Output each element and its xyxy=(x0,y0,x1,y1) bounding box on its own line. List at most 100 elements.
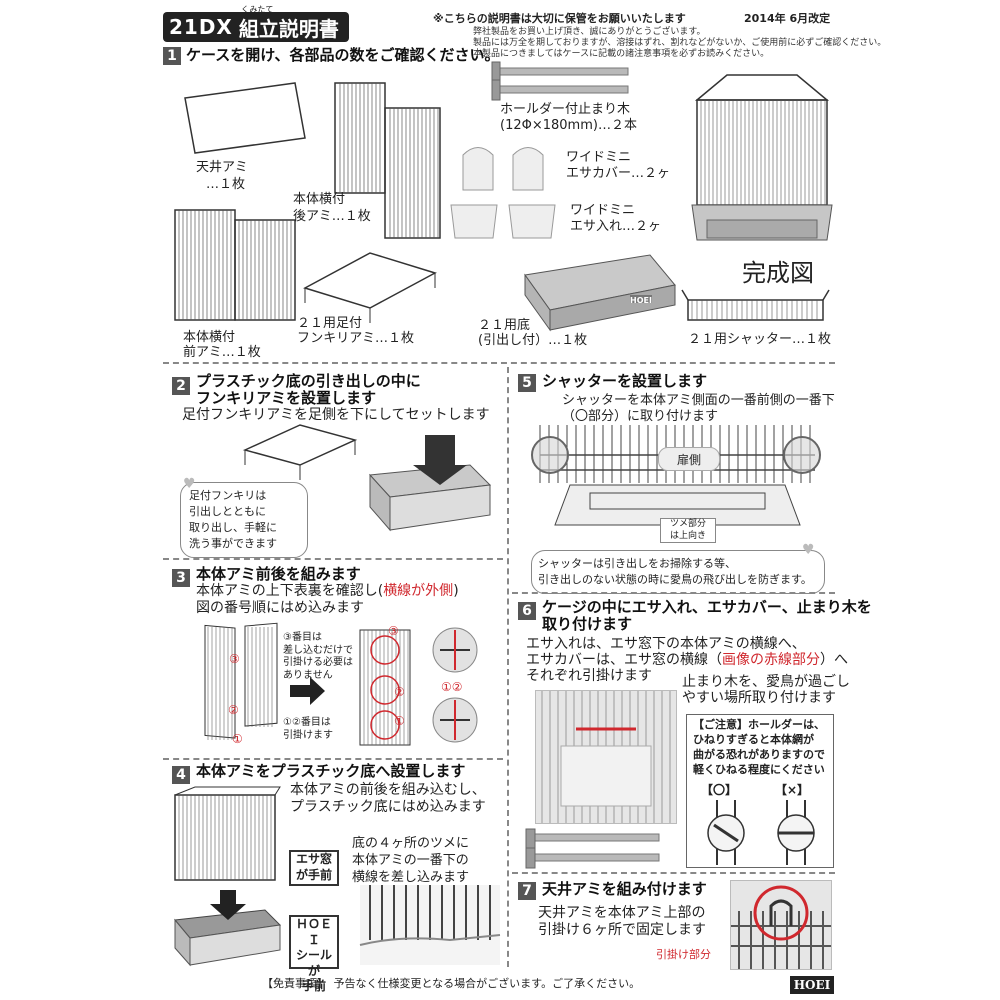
step4-claw-detail xyxy=(359,885,501,965)
completed-label: 完成図 xyxy=(742,259,814,287)
step3-mark-3-left: ③ xyxy=(229,652,240,666)
step5-tip-line2: 引き出しのない状態の時に愛鳥の飛び出しを防ぎます。 xyxy=(538,573,812,586)
step4-label2-line3: 手前 xyxy=(301,979,326,994)
step4-claw-line2: 本体アミの一番下の xyxy=(352,852,469,868)
step6-perch-illustration xyxy=(525,828,660,869)
divider-step6-7 xyxy=(512,872,835,874)
step4-claw-note: 底の４ヶ所のツメに 本体アミの一番下の 横線を差し込みます xyxy=(352,836,469,887)
step6-body2-pre: エサカバーは、エサ窓の横線（ xyxy=(526,652,722,668)
step6-feeder-photo xyxy=(535,690,677,824)
step4-label2-line1: ＨＯＥＩ xyxy=(295,917,332,947)
caution-line2: ひねりすぎると本体網が xyxy=(693,732,814,746)
floor-grid-label: ２１用足付 xyxy=(297,316,363,331)
feeder-label: ワイドミニ xyxy=(570,203,636,218)
floor-grid-qty: フンキリアミ…１枚 xyxy=(297,331,415,346)
shutter-label: ２１用シャッター…１枚 xyxy=(688,332,832,347)
step6-body-line3: それぞれ引掛けます xyxy=(526,668,652,684)
step3-body-red: 横線が外側 xyxy=(383,583,454,599)
step6-perch-line2: やすい場所取り付けます xyxy=(682,690,836,706)
step6-perch-line1: 止まり木を、愛鳥が過ごし xyxy=(682,674,850,690)
step3-mark-2-left: ② xyxy=(228,703,239,717)
divider-step2-3 xyxy=(163,558,503,560)
step3-note-12-line1: ①②番目は xyxy=(283,717,331,728)
step3-heading: 本体アミ前後を組みます xyxy=(196,565,361,583)
step6-caution-box: 【ご注意】ホールダーは、 ひねりすぎると本体網が 曲がる恐れがありますので 軽く… xyxy=(686,714,834,868)
step4-label2-line2: シールが xyxy=(295,948,332,978)
step7-body-line2: 引掛け６ヶ所で固定します xyxy=(538,922,706,938)
step4-tray-illustration xyxy=(174,890,282,967)
claw-up-line2: は上向き xyxy=(669,530,706,541)
roof-mesh-label: 天井アミ xyxy=(196,160,248,175)
disclaimer-line-3: 本製品につきましてはケースに記載の諸注意事項を必ずお読みください。 xyxy=(473,49,770,59)
step5-body-line2: （〇部分）に取り付けます xyxy=(562,409,719,424)
caution-line3: 曲がる恐れがありますので xyxy=(693,747,825,761)
step2-tip-line4: 洗う事ができます xyxy=(189,537,277,550)
step3-note-3-line1: ③番目は xyxy=(283,632,322,643)
title-text: 組立説明書 xyxy=(238,16,339,41)
step6-heading-line2: 取り付けます xyxy=(542,615,633,633)
step6-body-line2: エサカバーは、エサ窓の横線（画像の赤線部分）へ xyxy=(526,652,848,670)
step7-heading: 天井アミを組み付けます xyxy=(542,880,707,898)
title-ruby: くみたて xyxy=(241,5,274,14)
step3-note-3: ③番目は 差し込むだけで 引掛ける必要は ありません xyxy=(283,632,353,682)
step2-heading-line2: フンキリアミを設置します xyxy=(196,389,377,407)
step4-label1-line1: エサ窓 xyxy=(295,852,332,866)
shutter-illustration xyxy=(681,289,830,321)
door-side-label: 扉側 xyxy=(658,447,720,471)
step4-cage-illustration xyxy=(174,786,281,881)
step-number-4: 4 xyxy=(172,766,190,784)
claw-up-line1: ツメ部分 xyxy=(669,519,706,529)
tray-logo: HOEI xyxy=(630,296,652,305)
step4-label-feed-window: エサ窓 が手前 xyxy=(289,850,339,886)
base-tray-label: ２１用底 xyxy=(478,318,531,333)
floor-grid-illustration xyxy=(303,252,437,323)
step5-tip-line1: シャッターは引き出しをお掃除する等、 xyxy=(538,557,736,570)
completed-cage-illustration xyxy=(691,74,833,241)
front-mesh-illustration xyxy=(174,209,296,321)
step3-note-12-line2: 引掛けます xyxy=(283,729,333,741)
step2-tip-line3: 取り出し、手軽に xyxy=(189,521,277,534)
divider-horizontal-top xyxy=(163,362,835,364)
step-number-6: 6 xyxy=(518,602,536,620)
step3-body-line1: 本体アミの上下表裏を確認し(横線が外側) xyxy=(196,583,459,601)
base-tray-qty: (引出し付）…１枚 xyxy=(478,333,588,348)
step2-tip-line1: 足付フンキリは xyxy=(189,489,267,502)
step7-hook-photo xyxy=(730,880,832,970)
back-mesh-qty: 後アミ…１枚 xyxy=(293,209,371,224)
roof-mesh-illustration xyxy=(184,82,306,154)
step3-mark-12: ①② xyxy=(441,680,463,694)
step2-tip-line2: 引出しとともに xyxy=(189,505,266,518)
step3-mark-2-right: ② xyxy=(394,685,405,699)
divider-step5-6 xyxy=(512,592,835,594)
footer-disclaimer: 【免責事項】 予告なく仕様変更となる場合がございます。ご了承ください。 xyxy=(262,977,641,990)
divider-step3-4 xyxy=(163,758,503,760)
step4-body-line2: プラスチック底にはめ込みます xyxy=(290,799,486,815)
step5-body-line1: シャッターを本体アミ側面の一番前側の一番下 xyxy=(562,393,835,408)
step1-heading: ケースを開け、各部品の数をご確認ください。 xyxy=(186,46,500,64)
step4-body-line1: 本体アミの前後を組み込むし、 xyxy=(290,782,486,798)
step-number-3: 3 xyxy=(172,569,190,587)
step3-mark-3-right: ③ xyxy=(388,624,399,638)
step2-heading-line1: プラスチック底の引き出しの中に xyxy=(196,372,421,390)
caution-line1: 【ご注意】ホールダーは、 xyxy=(693,718,825,731)
feeder-illustration xyxy=(450,204,556,239)
step3-note-3-line4: ありません xyxy=(283,669,333,681)
perch-qty: (12Φ×180mm)…２本 xyxy=(500,118,637,133)
roof-mesh-qty: …１枚 xyxy=(206,177,246,192)
step3-note-3-line2: 差し込むだけで xyxy=(283,644,353,656)
step3-note-12: ①②番目は 引掛けます xyxy=(283,717,333,742)
claw-up-label: ツメ部分 は上向き xyxy=(660,518,716,544)
divider-vertical xyxy=(507,367,509,967)
hoei-logo: HOEI xyxy=(790,976,834,994)
disclaimer-line-1: 弊社製品をお買い上げ頂き、誠にありがとうございます。 xyxy=(473,27,706,37)
perch-illustration xyxy=(491,61,629,101)
step2-tray-illustration xyxy=(368,435,492,532)
step2-grid-illustration xyxy=(242,424,358,480)
feeder-cover-illustration xyxy=(462,147,544,191)
step2-tip-bubble: 足付フンキリは 引出しとともに 取り出し、手軽に 洗う事ができます xyxy=(180,482,308,558)
document-title: くみたて 21DX 組立説明書 xyxy=(163,5,349,42)
step4-heading: 本体アミをプラスチック底へ設置します xyxy=(196,762,466,780)
perch-label: ホールダー付止まり木 xyxy=(500,102,631,117)
step6-body-line1: エサ入れは、エサ窓下の本体アミの横線へ、 xyxy=(526,636,806,652)
step3-mark-1-left: ① xyxy=(232,732,243,746)
